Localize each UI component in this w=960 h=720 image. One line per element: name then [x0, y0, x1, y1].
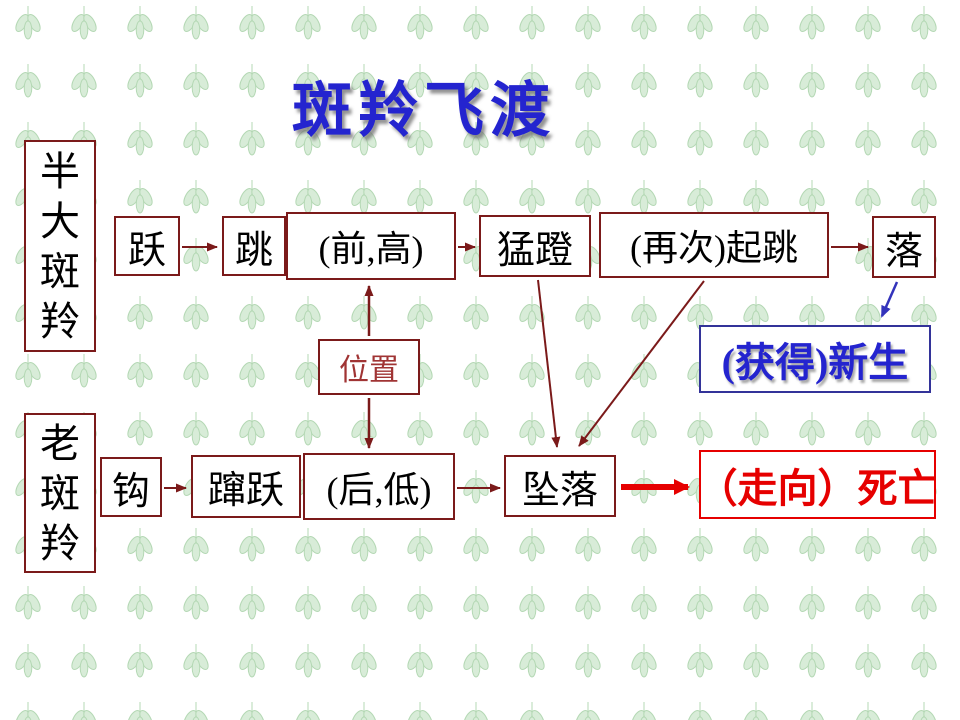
- node-second-jump: (再次)起跳: [599, 212, 829, 278]
- box-old-gazelle: 老斑羚: [24, 413, 96, 573]
- box-position: 位置: [318, 339, 420, 395]
- arrow-secondjump-to-zhuiluo: [578, 280, 705, 447]
- node-cuanyue: 蹿跃: [191, 455, 301, 518]
- node-yue: 跃: [114, 216, 180, 276]
- box-new-life: (获得)新生: [699, 325, 931, 393]
- node-mengdeng: 猛蹬: [479, 215, 591, 277]
- slide-title: 斑羚飞渡: [292, 78, 556, 144]
- node-gou: 钩: [100, 457, 162, 517]
- node-luo: 落: [872, 216, 936, 278]
- node-back-low: (后,低): [303, 453, 455, 520]
- node-front-high: (前,高): [286, 212, 456, 280]
- box-young-gazelle: 半大斑羚: [24, 140, 96, 352]
- arrow-luo-to-newlife: [880, 281, 899, 318]
- node-tiao: 跳: [222, 216, 286, 276]
- node-zhuiluo: 坠落: [504, 455, 616, 517]
- arrow-mengdeng-to-zhuiluo: [537, 279, 561, 448]
- box-death: （走向）死亡: [698, 450, 938, 519]
